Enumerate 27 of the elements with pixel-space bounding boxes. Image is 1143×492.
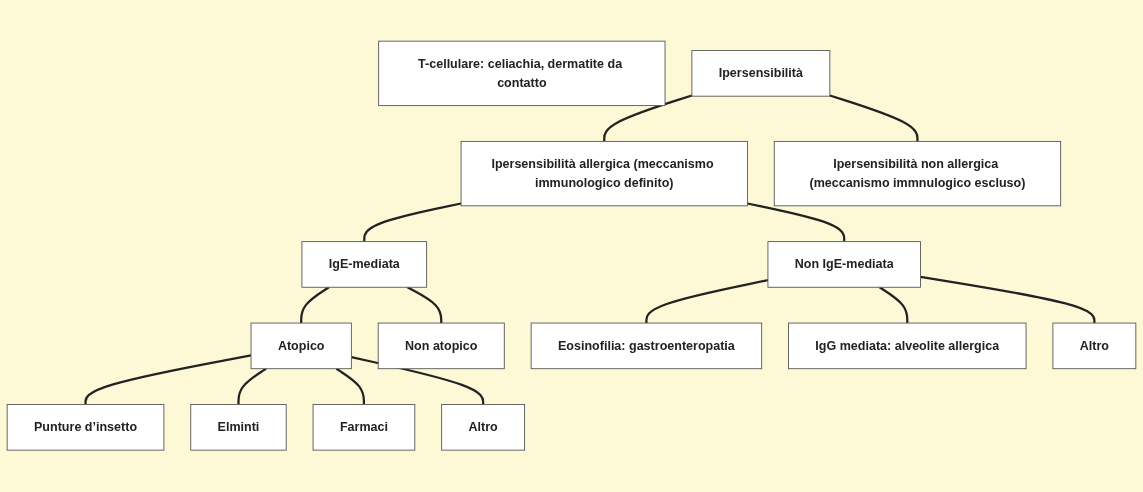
- node-box: Farmaci: [312, 404, 416, 451]
- node-box: Altro: [441, 404, 526, 451]
- connector: [406, 286, 443, 324]
- node-box: Ipersensibilità non allergica (meccanismo immnulogico escluso): [773, 141, 1062, 207]
- connector: [829, 94, 919, 142]
- node-box: Elminti: [190, 404, 287, 451]
- node-box: IgE-mediata: [301, 241, 428, 289]
- connector: [603, 94, 693, 142]
- connector: [363, 202, 462, 242]
- connector: [300, 286, 330, 324]
- node-box: Non atopico: [377, 322, 505, 370]
- node-box: T-cellulare: celiachia, dermatite da contatto: [378, 41, 666, 107]
- node-box: Ipersensibilità allergica (meccanismo immunologico definito): [460, 141, 748, 207]
- node-box: Atopico: [250, 322, 352, 370]
- connector: [920, 276, 1096, 324]
- connector: [747, 202, 846, 242]
- node-box: Ipersensibilità: [691, 50, 831, 97]
- connector: [645, 279, 769, 324]
- connector: [237, 368, 267, 405]
- node-box: Eosinofilia: gastroenteropatia: [530, 322, 763, 370]
- node-box: Punture d’insetto: [6, 404, 165, 451]
- connector: [84, 354, 252, 405]
- connector: [335, 368, 366, 405]
- node-box: IgG mediata: alveolite allergica: [788, 322, 1027, 370]
- node-box: Altro: [1052, 322, 1137, 370]
- node-box: Non IgE-mediata: [767, 241, 921, 289]
- connector: [878, 286, 909, 324]
